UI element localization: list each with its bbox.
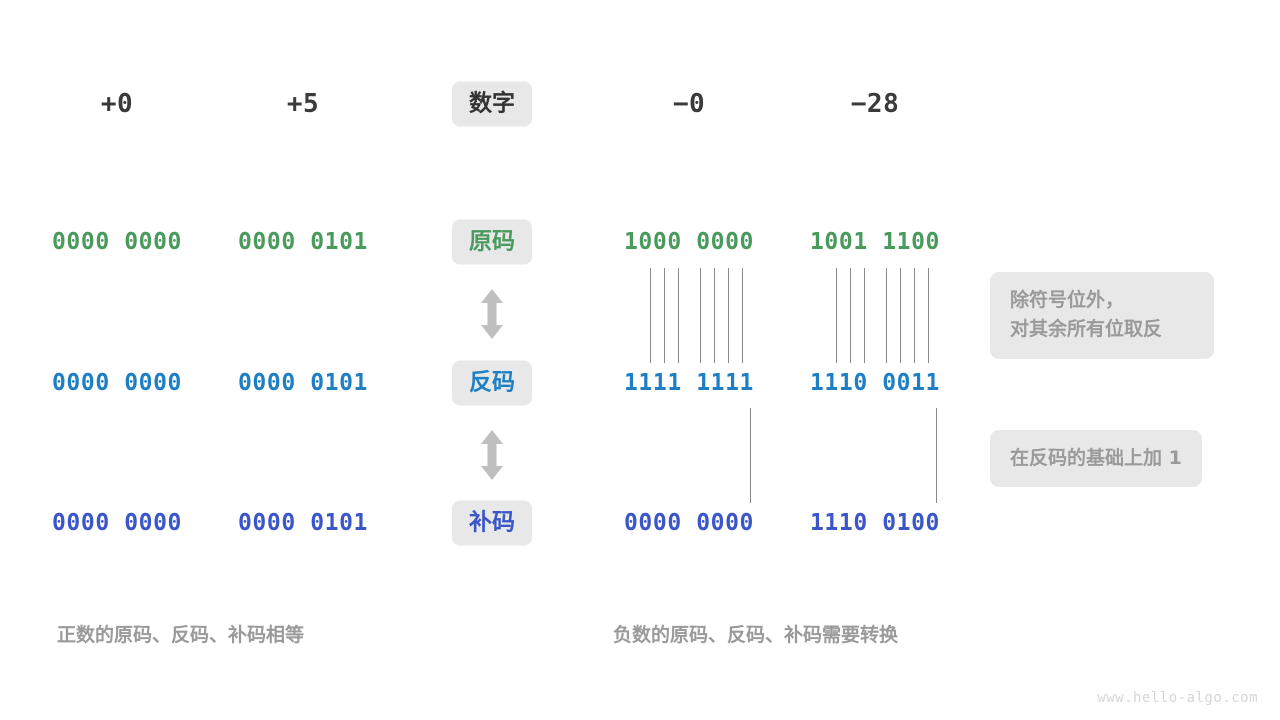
bit-connector-line [728, 268, 729, 363]
bit-connector-line [678, 268, 679, 363]
bit-connector-line [650, 268, 651, 363]
bit-connector-line [850, 268, 851, 363]
carry-connector-line [750, 408, 751, 503]
row-label-ones-complement: 反码 [452, 360, 532, 406]
sign-magnitude-plus-zero-bits: 0000 0000 [51, 229, 183, 255]
ones-complement-plus-zero-bits: 0000 0000 [51, 370, 183, 396]
twos-complement-plus-five-bits: 0000 0101 [237, 510, 369, 536]
ones-complement-minus-twenty-eight-bits: 1110 0011 [809, 370, 941, 396]
bit-connector-line [914, 268, 915, 363]
bit-connector-line [864, 268, 865, 363]
row-label-number: 数字 [452, 81, 532, 127]
bit-connector-line [836, 268, 837, 363]
sign-magnitude-minus-zero-bits: 1000 0000 [623, 229, 755, 255]
twos-complement-plus-zero-bits: 0000 0000 [51, 510, 183, 536]
header-value-minus-twenty-eight: −28 [850, 89, 900, 119]
caption-positive-numbers: 正数的原码、反码、补码相等 [57, 624, 305, 646]
header-value-plus-zero: +0 [100, 89, 134, 119]
row-label-sign-magnitude: 原码 [452, 219, 532, 265]
sign-magnitude-plus-five-bits: 0000 0101 [237, 229, 369, 255]
bit-connector-line [664, 268, 665, 363]
bit-connector-line [928, 268, 929, 363]
note-add-one-to-ones-complement: 在反码的基础上加 1 [990, 430, 1202, 488]
row-label-twos-complement: 补码 [452, 500, 532, 546]
sign-magnitude-minus-twenty-eight-bits: 1001 1100 [809, 229, 941, 255]
ones-complement-plus-five-bits: 0000 0101 [237, 370, 369, 396]
carry-connector-line [936, 408, 937, 503]
ones-complement-minus-zero-bits: 1111 1111 [623, 370, 755, 396]
sign-to-ones-arrow-icon [478, 288, 506, 340]
bit-connector-line [886, 268, 887, 363]
bit-connector-line [714, 268, 715, 363]
bit-connector-line [700, 268, 701, 363]
twos-complement-minus-twenty-eight-bits: 1110 0100 [809, 510, 941, 536]
bit-connector-line [742, 268, 743, 363]
twos-complement-minus-zero-bits: 0000 0000 [623, 510, 755, 536]
bit-connector-line [900, 268, 901, 363]
site-watermark: www.hello-algo.com [1097, 690, 1258, 706]
header-value-minus-zero: −0 [672, 89, 706, 119]
caption-negative-numbers: 负数的原码、反码、补码需要转换 [613, 624, 899, 646]
header-value-plus-five: +5 [286, 89, 320, 119]
ones-to-twos-arrow-icon [478, 429, 506, 481]
note-invert-non-sign-bits: 除符号位外， 对其余所有位取反 [990, 272, 1214, 359]
